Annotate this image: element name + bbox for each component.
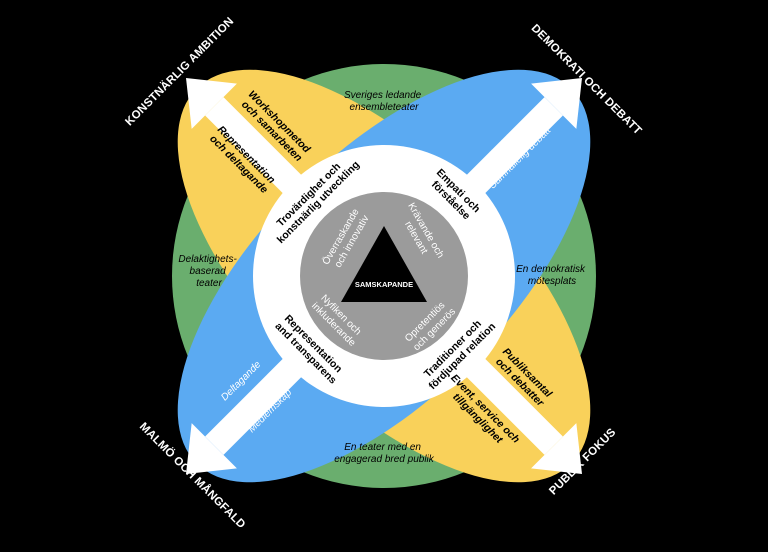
green-label-bottom: En teater med en engagerad bred publik [334,442,435,465]
green-label-left: Delaktighets- baserad teater [178,254,239,289]
center-label: SAMSKAPANDE [355,280,413,289]
center-triangle [341,226,427,302]
green-label-right: En demokratisk mötesplats [516,264,588,287]
green-label-top: Sveriges ledande ensembleteater [344,90,424,113]
